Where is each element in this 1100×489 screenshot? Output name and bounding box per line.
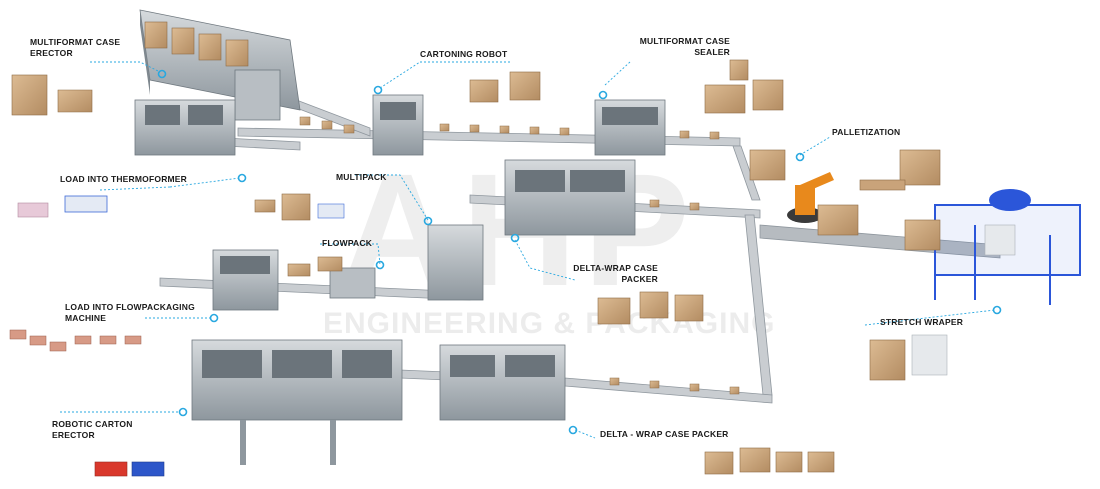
multipack-machine <box>427 159 636 301</box>
label-delta-wrap-case-packer-1: DELTA-WRAP CASE PACKER <box>573 263 658 284</box>
label-palletization: PALLETIZATION <box>832 127 901 137</box>
label-stretch-wraper: STRETCH WRAPER <box>880 317 964 327</box>
flowpack-sample-packs <box>287 256 343 277</box>
node-icon-delta-wrap-1 <box>510 233 520 243</box>
conveyor-to-palletizer <box>732 145 761 201</box>
case-sealer-sample-boxes <box>704 59 784 114</box>
node-icon-case-erector <box>157 69 167 79</box>
stretch-wrap-sample-pallets <box>869 334 948 381</box>
delta-wrap-bottom-sample-boxes <box>704 447 835 475</box>
node-icon-delta-wrap-2 <box>568 425 578 435</box>
flowpackaging-sample-products <box>9 329 142 352</box>
cartoning-robot-machine <box>372 94 424 156</box>
delta-wrap-sample-boxes <box>597 291 704 325</box>
label-load-into-thermoformer: LOAD INTO THERMOFORMER <box>60 174 188 184</box>
label-delta-wrap-case-packer-2: DELTA - WRAP CASE PACKER <box>600 429 729 439</box>
callout-node-icons <box>157 69 1002 435</box>
node-icon-thermoformer <box>237 173 247 183</box>
label-multiformat-case-erector: MULTIFORMAT CASE ERECTOR <box>30 37 121 58</box>
label-robotic-carton-erector: ROBOTIC CARTON ERECTOR <box>52 419 133 440</box>
label-multipack: MULTIPACK <box>336 172 387 182</box>
callout-lines <box>60 61 996 439</box>
palletizer-robot <box>749 149 859 236</box>
conveyor-flowpack-line <box>159 277 471 301</box>
node-icon-palletization <box>795 152 805 162</box>
node-icon-multipack <box>423 216 433 226</box>
label-flowpack: FLOWPACK <box>322 238 373 248</box>
stretch-wrapper-machine <box>904 189 1081 305</box>
label-cartoning-robot: CARTONING ROBOT <box>420 49 508 59</box>
thermoformer-machine <box>134 99 236 156</box>
multipack-sample-packs <box>254 193 345 221</box>
cartoning-sample-boxes <box>469 71 541 103</box>
robotic-carton-erector-machine <box>191 339 403 465</box>
thermoformer-sample-trays <box>17 195 108 218</box>
conveyor-bottom-line <box>564 377 773 404</box>
multiformat-case-sealer-machine <box>594 99 666 156</box>
flowpack-machine <box>212 249 376 311</box>
products-on-conveyors <box>299 116 740 395</box>
palletization-sample-pallet <box>859 149 941 191</box>
delta-wrap-case-packer-bottom-machine <box>439 344 566 421</box>
node-icon-stretch-wrapper <box>992 305 1002 315</box>
node-icon-robotic-carton <box>178 407 188 417</box>
label-load-into-flowpackaging-machine: LOAD INTO FLOWPACKAGING MACHINE <box>65 302 195 323</box>
node-icon-case-sealer <box>598 90 608 100</box>
node-icon-flowpackaging <box>209 313 219 323</box>
multiformat-case-erector-machine <box>139 9 301 121</box>
label-multiformat-case-sealer: MULTIFORMAT CASE SEALER <box>639 36 730 57</box>
robotic-carton-sample-trays <box>94 461 165 477</box>
conveyor-thermoformer <box>224 137 301 151</box>
node-icon-flowpack <box>375 260 385 270</box>
conveyor-return-vertical <box>744 214 773 396</box>
case-erector-sample-boxes <box>11 74 93 116</box>
node-icon-cartoning-robot <box>373 85 383 95</box>
